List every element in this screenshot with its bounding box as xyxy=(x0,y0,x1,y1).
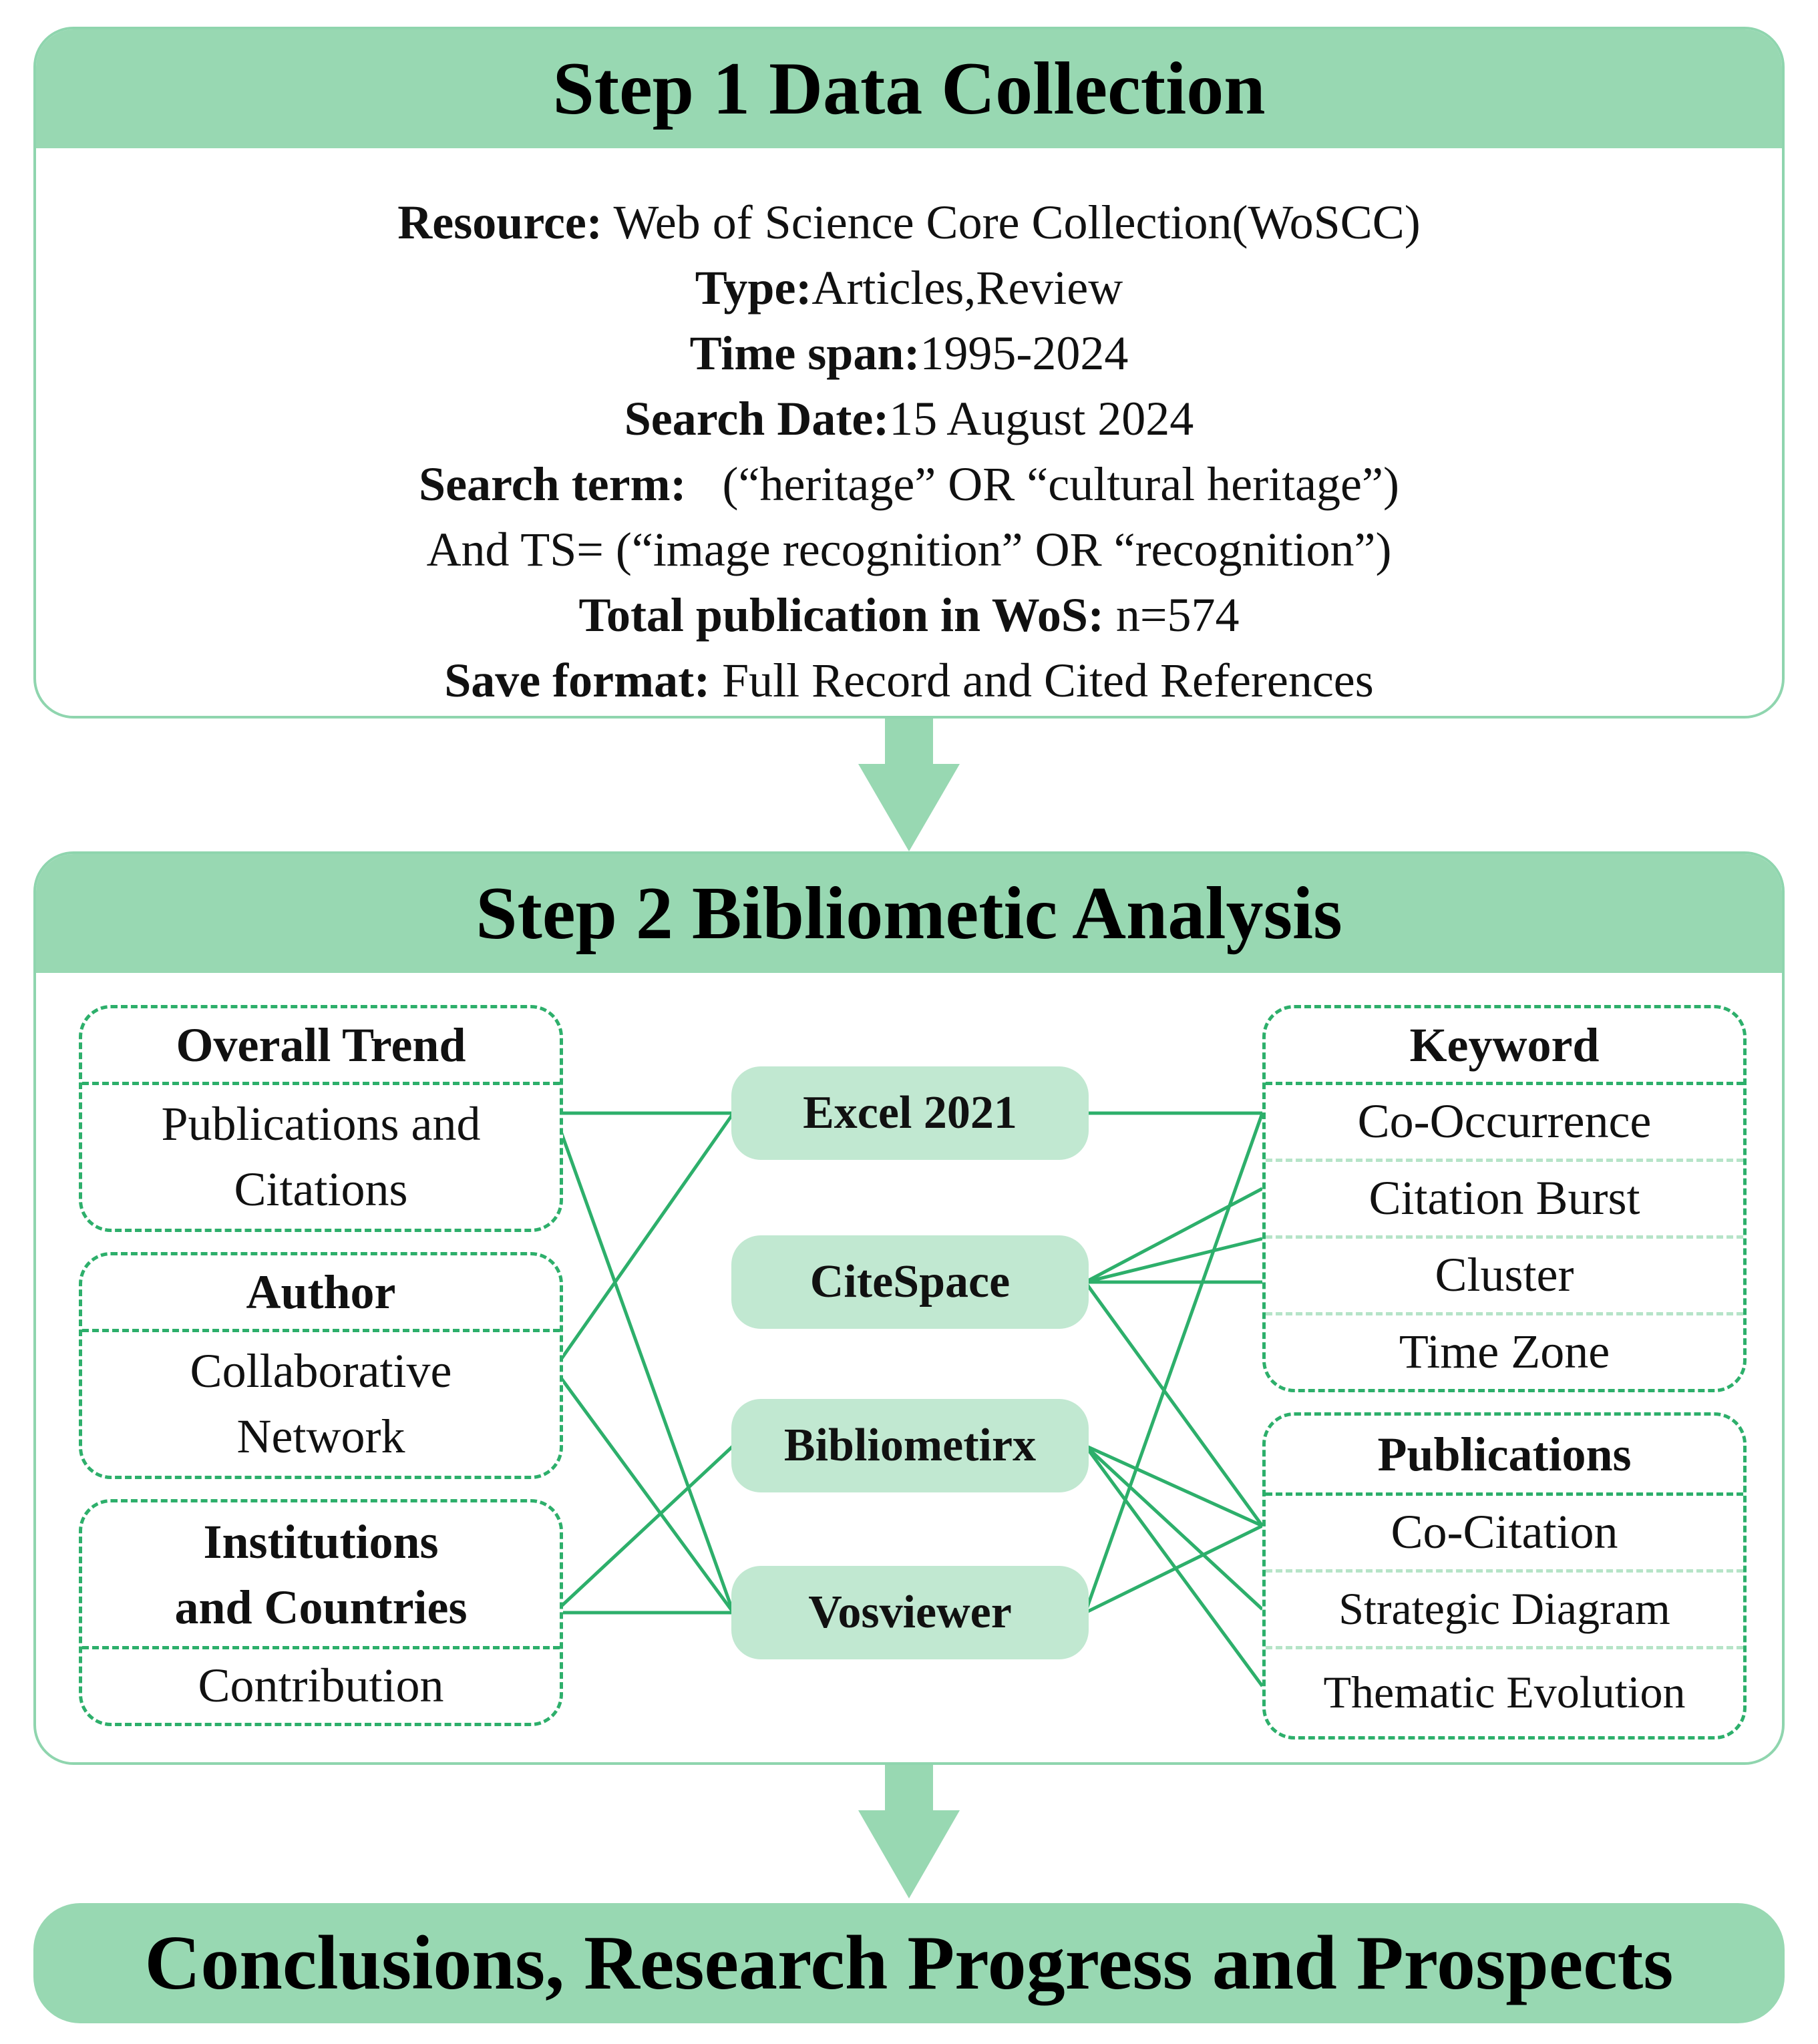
institutions-heading: Institutions and Countries xyxy=(174,1514,468,1634)
link-line xyxy=(1083,1444,1264,1687)
info-line-total-publication: Total publication in WoS: n=574 xyxy=(578,588,1240,642)
info-line-time-span: Time span:1995-2024 xyxy=(689,327,1129,380)
link-line xyxy=(1084,1187,1264,1284)
step2-title: Step 2 Bibliometic Analysis xyxy=(36,854,1782,973)
author-heading: Author xyxy=(246,1265,396,1319)
link-line xyxy=(1083,1281,1264,1527)
info-line-save-format: Save format: Full Record and Cited Refer… xyxy=(444,654,1374,707)
group-publications: Publications Co-Citation Strategic Diagr… xyxy=(1262,1412,1747,1740)
publications-item: Co-Citation xyxy=(1391,1505,1618,1559)
info-line-search-date: Search Date:15 August 2024 xyxy=(624,392,1194,445)
link-line xyxy=(552,1112,735,1370)
link-line xyxy=(1084,1444,1264,1528)
group-keyword: Keyword Co-Occurrence Citation Burst Clu… xyxy=(1262,1005,1747,1392)
info-line-type: Type:Articles,Review xyxy=(695,261,1123,315)
link-line xyxy=(553,1444,735,1614)
keyword-item: Citation Burst xyxy=(1369,1171,1640,1225)
tool-bibliometrix: Bibliometirx xyxy=(731,1399,1089,1492)
info-line-search-term-cont: And TS= (“image recognition” OR “recogni… xyxy=(426,523,1392,576)
info-line-search-term: Search term: (“heritage” OR “cultural he… xyxy=(419,457,1399,511)
link-line xyxy=(552,1368,735,1614)
down-arrow-icon xyxy=(858,1765,960,1898)
step1-info: Resource: Web of Science Core Collection… xyxy=(36,190,1782,713)
keyword-heading: Keyword xyxy=(1409,1018,1600,1072)
conclusion-banner: Conclusions, Research Progress and Prosp… xyxy=(33,1903,1785,2023)
author-item: Collaborative Network xyxy=(190,1344,452,1463)
group-author: Author Collaborative Network xyxy=(79,1252,563,1479)
link-line xyxy=(1084,1524,1264,1615)
step1-title: Step 1 Data Collection xyxy=(36,29,1782,148)
keyword-item: Cluster xyxy=(1435,1248,1574,1301)
link-line xyxy=(1083,1112,1264,1613)
step1-box: Step 1 Data Collection Resource: Web of … xyxy=(33,27,1785,719)
tool-citespace: CiteSpace xyxy=(731,1235,1089,1329)
keyword-item: Time Zone xyxy=(1399,1325,1610,1378)
down-arrow-icon xyxy=(858,719,960,851)
link-line xyxy=(1084,1444,1264,1611)
overall-trend-item: Publications and Citations xyxy=(161,1096,481,1216)
publications-item: Thematic Evolution xyxy=(1323,1667,1686,1717)
publications-item: Strategic Diagram xyxy=(1338,1583,1670,1634)
info-line-resource: Resource: Web of Science Core Collection… xyxy=(397,196,1421,249)
tool-vosviewer: Vosviewer xyxy=(731,1566,1089,1659)
link-line xyxy=(1085,1237,1263,1284)
link-line xyxy=(552,1112,735,1613)
publications-heading: Publications xyxy=(1377,1427,1632,1481)
overall-trend-heading: Overall Trend xyxy=(176,1018,466,1072)
keyword-item: Co-Occurrence xyxy=(1357,1094,1652,1148)
institutions-item: Contribution xyxy=(198,1659,444,1712)
group-institutions: Institutions and Countries Contribution xyxy=(79,1499,563,1726)
tool-excel: Excel 2021 xyxy=(731,1066,1089,1160)
group-overall-trend: Overall Trend Publications and Citations xyxy=(79,1005,563,1232)
